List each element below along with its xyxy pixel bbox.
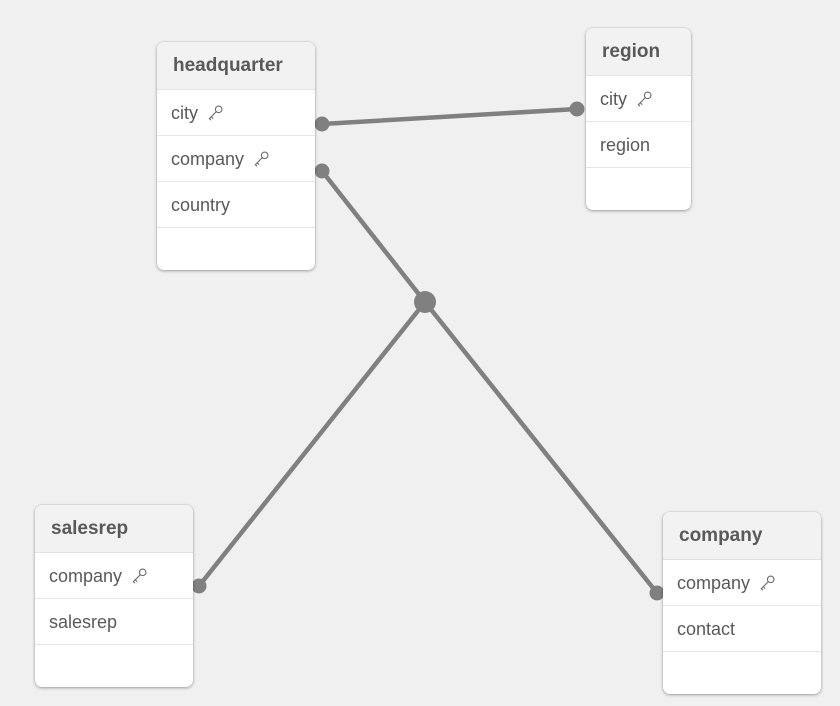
link-headquarter-city-to-region-city [319, 106, 580, 127]
field-row-headquarter-company[interactable]: company [157, 136, 315, 182]
link-headquarter-company-to-junction [319, 168, 428, 305]
field-row-region-region[interactable]: region [586, 122, 691, 168]
field-row-empty [157, 228, 315, 270]
field-label: company [49, 565, 123, 586]
connector-dot-headquarter-city[interactable] [314, 116, 330, 132]
key-icon [207, 104, 224, 121]
key-icon [759, 574, 776, 591]
field-label: contact [677, 618, 736, 639]
field-label: company [677, 572, 751, 593]
connector-dot-region-city[interactable] [569, 101, 585, 117]
field-label: salesrep [49, 611, 118, 632]
link-salesrep-to-junction [196, 299, 428, 589]
link-junction-node[interactable] [414, 291, 436, 313]
table-node-headquarter[interactable]: headquarter city company [157, 42, 315, 270]
table-node-company[interactable]: company company contact [663, 512, 821, 694]
table-title-headquarter: headquarter [157, 42, 315, 90]
field-row-empty [663, 652, 821, 694]
key-icon [636, 90, 653, 107]
connector-dot-salesrep-company[interactable] [191, 578, 207, 594]
field-label: country [171, 194, 231, 215]
field-row-headquarter-country[interactable]: country [157, 182, 315, 228]
table-title-salesrep: salesrep [35, 505, 193, 553]
field-label: company [171, 148, 245, 169]
field-row-headquarter-city[interactable]: city [157, 90, 315, 136]
field-row-empty [35, 645, 193, 687]
table-title-company: company [663, 512, 821, 560]
field-row-salesrep-salesrep[interactable]: salesrep [35, 599, 193, 645]
key-icon [131, 567, 148, 584]
table-node-salesrep[interactable]: salesrep company salesrep [35, 505, 193, 687]
table-node-region[interactable]: region city region [586, 28, 691, 210]
field-row-company-contact[interactable]: contact [663, 606, 821, 652]
field-label: city [171, 102, 198, 123]
field-label: city [600, 88, 627, 109]
connector-dot-headquarter-company[interactable] [314, 163, 330, 179]
key-icon [253, 150, 270, 167]
link-junction-to-company [422, 299, 660, 596]
field-row-company-company[interactable]: company [663, 560, 821, 606]
field-label: region [600, 134, 651, 155]
field-row-salesrep-company[interactable]: company [35, 553, 193, 599]
field-row-empty [586, 168, 691, 210]
field-row-region-city[interactable]: city [586, 76, 691, 122]
table-title-region: region [586, 28, 691, 76]
